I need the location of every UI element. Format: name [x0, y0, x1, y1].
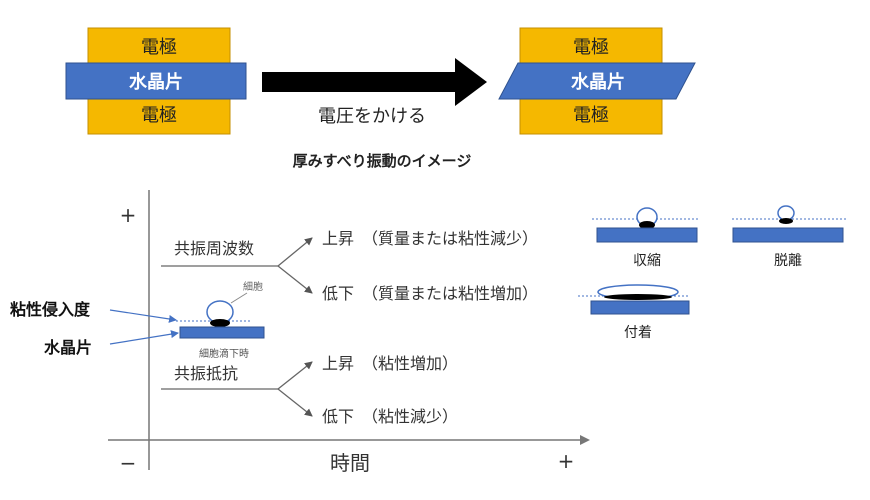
right-electrode-bottom [519, 95, 663, 135]
right-crystal-sheared [498, 62, 696, 100]
frequency-up-label: 上昇 （質量または粘性減少） [322, 229, 538, 248]
left-stack: 電極 電極 水晶片 [65, 27, 247, 135]
y-minus: − [120, 451, 137, 475]
state-detachment: 脱離 [732, 205, 848, 269]
resistance-branch: 共振抵抗 上昇 （粘性増加） 低下 （粘性減少） [161, 354, 458, 426]
left-electrode-top [87, 27, 231, 67]
resistance-label: 共振抵抗 [174, 364, 238, 383]
detachment-crystal [732, 227, 844, 243]
penetration-label: 粘性侵入度 [10, 300, 91, 319]
penetration-arrow [109, 309, 177, 323]
resistance-down-label: 低下 （粘性減少） [322, 407, 458, 426]
crystal-label: 水晶片 [44, 338, 92, 357]
voltage-label: 電圧をかける [318, 106, 426, 127]
frequency-label: 共振周波数 [174, 239, 254, 258]
adhesion-crystal [590, 300, 690, 315]
frequency-up-arrow [277, 237, 313, 267]
frequency-down-arrow [277, 265, 313, 294]
left-electrode-bottom-label: 電極 [141, 105, 177, 126]
voltage-arrow [262, 58, 487, 106]
cell-label: 細胞 [243, 280, 263, 293]
left-electrode-bottom [87, 95, 231, 135]
detachment-cell [777, 205, 795, 221]
contraction-contact [639, 221, 655, 229]
adhesion-label: 付着 [624, 325, 652, 341]
right-stack: 電極 電極 水晶片 [498, 27, 696, 135]
x-axis-arrowhead [580, 435, 590, 445]
resistance-up-arrow [277, 361, 313, 390]
drop-caption: 細胞滴下時 [199, 347, 249, 360]
state-adhesion: 付着 [578, 284, 690, 341]
frequency-down-label: 低下 （質量または粘性増加） [322, 284, 538, 303]
resistance-down-arrow [277, 388, 313, 417]
left-crystal-label: 水晶片 [129, 71, 183, 93]
detachment-contact [779, 218, 793, 224]
detachment-label: 脱離 [774, 252, 802, 269]
cell-leader-line [230, 292, 248, 304]
left-crystal [65, 62, 247, 100]
x-plus: + [558, 449, 575, 473]
left-electrode-top-label: 電極 [141, 37, 177, 58]
crystal-arrow [109, 330, 179, 345]
cell-contact [210, 319, 230, 327]
y-plus: + [120, 203, 137, 227]
right-electrode-bottom-label: 電極 [573, 105, 609, 126]
small-crystal [179, 326, 265, 339]
resistance-up-label: 上昇 （粘性増加） [322, 354, 458, 373]
right-electrode-top [519, 27, 663, 67]
contraction-crystal [596, 227, 698, 243]
x-label: 時間 [330, 451, 370, 475]
adhesion-contact [604, 294, 672, 300]
right-crystal-label: 水晶片 [571, 71, 625, 93]
frequency-branch: 共振周波数 上昇 （質量または粘性減少） 低下 （質量または粘性増加） [161, 229, 538, 303]
caption: 厚みすべり振動のイメージ [293, 152, 472, 170]
right-electrode-top-label: 電極 [573, 37, 609, 58]
contraction-label: 収縮 [633, 253, 661, 269]
cell-drop-illustration: 細胞 細胞滴下時 [176, 280, 265, 360]
state-contraction: 収縮 [592, 207, 700, 269]
